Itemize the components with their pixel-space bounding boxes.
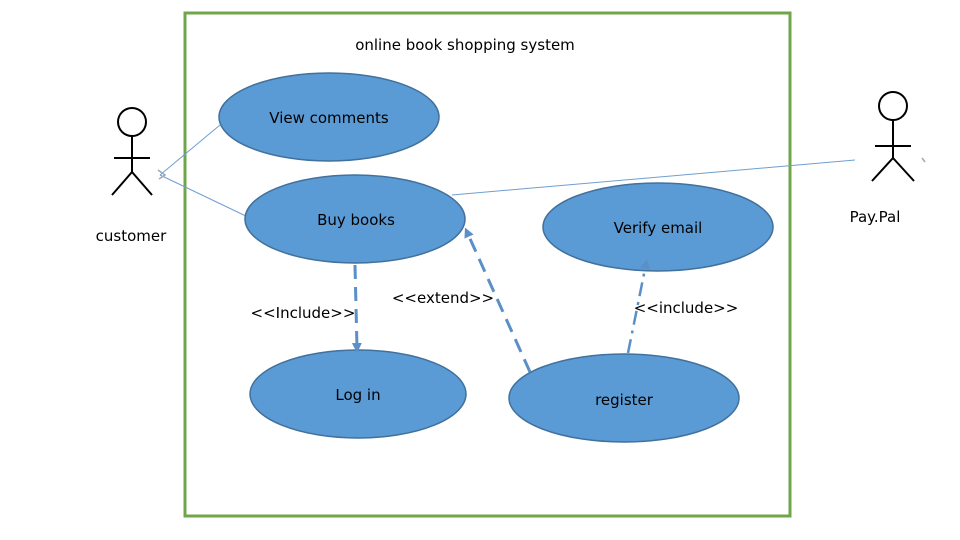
actor-customer-label: customer (96, 227, 167, 245)
association-paypal-buy-books (451, 159, 856, 196)
include-label-log-in: <<Include>> (251, 304, 356, 322)
use-case-buy-books[interactable] (244, 174, 466, 264)
system-title: online book shopping system (355, 36, 575, 54)
actor-paypal-icon[interactable] (871, 91, 915, 182)
system-boundary (183, 11, 792, 518)
include-label-verify-email: <<include>> (634, 299, 739, 317)
association-customer-buy-books (159, 174, 251, 219)
actor-customer-icon[interactable] (111, 107, 153, 196)
use-case-label-view-comments: View comments (269, 109, 389, 127)
use-case-label-verify-email: Verify email (614, 219, 703, 237)
use-case-label-log-in: Log in (335, 386, 380, 404)
association-customer-view-comments (159, 124, 221, 176)
use-case-register[interactable] (508, 353, 740, 443)
actor-paypal-label: Pay.Pal (850, 208, 901, 226)
use-case-verify-email[interactable] (542, 182, 774, 272)
association-endpoint (157, 169, 167, 180)
use-case-label-buy-books: Buy books (317, 211, 395, 229)
use-case-label-register: register (595, 391, 654, 409)
extend-label-register: <<extend>> (392, 289, 494, 307)
extend-arrow-register-buy-books (464, 227, 532, 373)
include-arrow-buy-books-log-in (351, 264, 362, 353)
use-case-view-comments[interactable] (218, 72, 440, 162)
association-endpoint (921, 157, 926, 163)
